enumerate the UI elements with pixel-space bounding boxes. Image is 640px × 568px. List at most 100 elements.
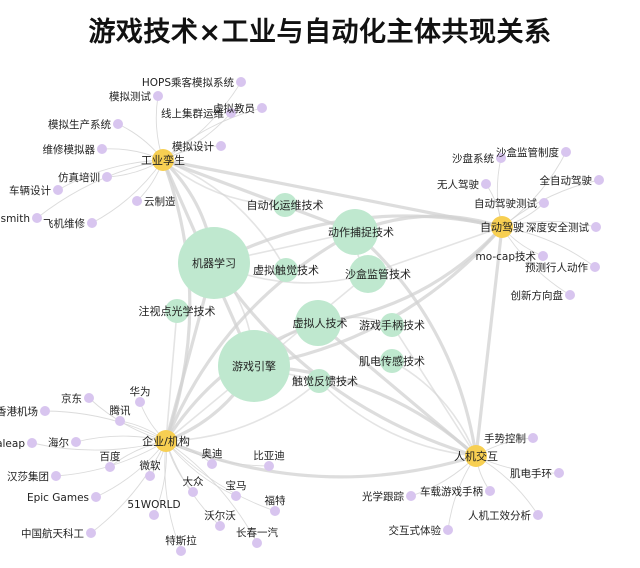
entity-label: 模拟测试 [109, 90, 151, 103]
entity-label: 奥迪 [202, 447, 223, 460]
entity-label: 沃尔沃 [204, 509, 236, 522]
technology-node [380, 313, 404, 337]
entity-node [528, 433, 538, 443]
entity-node [40, 406, 50, 416]
entity-node [87, 218, 97, 228]
entity-node [485, 486, 495, 496]
entity-label: 香港机场 [0, 405, 38, 418]
entity-label: 海尔 [48, 436, 69, 449]
technology-label: 游戏引擎 [232, 359, 276, 373]
entity-label: 华为 [130, 385, 151, 398]
hub-node [465, 445, 487, 467]
entity-node [115, 416, 125, 426]
entity-label: 无人驾驶 [437, 178, 479, 191]
hub-label: 工业孪生 [141, 153, 185, 167]
entity-label: 模拟生产系统 [48, 118, 111, 131]
hub-label: 自动驾驶 [480, 220, 524, 234]
entity-node [91, 492, 101, 502]
hub-label: 企业/机构 [142, 434, 190, 448]
entity-label: 云制造 [144, 195, 176, 208]
entity-label: 中国航天科工 [21, 527, 84, 540]
technology-label: 游戏手柄技术 [359, 318, 425, 332]
entity-node [113, 119, 123, 129]
technology-node [274, 258, 298, 282]
entity-node [215, 521, 225, 531]
edge-cooccurrence [252, 225, 504, 368]
entity-label: 人机工效分析 [468, 509, 531, 522]
edge-entity-hub [36, 159, 164, 219]
edge-cooccurrence [353, 230, 478, 458]
entity-label: 肌电手环 [510, 467, 552, 480]
technology-node [307, 369, 331, 393]
entity-label: 虚拟教员 [213, 102, 255, 115]
edge-entity-hub [165, 440, 276, 512]
entity-node [135, 397, 145, 407]
technology-label: 注视点光学技术 [139, 304, 216, 318]
entity-node [27, 438, 37, 448]
edge-entity-hub [501, 151, 567, 228]
entity-node [207, 459, 217, 469]
entity-node [252, 538, 262, 548]
entity-node [554, 468, 564, 478]
technology-label: 自动化运维技术 [247, 198, 324, 212]
edge-entity-hub [165, 440, 258, 544]
entity-label: 比亚迪 [253, 449, 285, 462]
edge-cooccurrence [391, 324, 477, 457]
entity-node [257, 103, 267, 113]
entity-label: 微软 [140, 459, 161, 472]
entity-label: 全自动驾驶 [540, 174, 593, 187]
entity-node [443, 525, 453, 535]
entity-label: HOPS乘客模拟系统 [142, 76, 235, 89]
entity-label: Datasmith [0, 213, 30, 225]
entity-label: 创新方向盘 [511, 289, 564, 302]
entity-node [176, 546, 186, 556]
entity-node [561, 147, 571, 157]
technology-node [332, 209, 378, 255]
entity-label: mo-cap技术 [475, 250, 536, 263]
entity-node [533, 510, 543, 520]
entity-node [188, 487, 198, 497]
edge-entity-hub [501, 179, 600, 228]
entity-node [145, 471, 155, 481]
entity-label: 汉莎集团 [7, 470, 49, 483]
entity-node [236, 77, 246, 87]
edge-cooccurrence [165, 310, 178, 442]
entity-node [481, 179, 491, 189]
entity-node [53, 185, 63, 195]
diagram-title: 游戏技术×工业与自动化主体共现关系 [88, 17, 552, 48]
edge-cooccurrence [164, 230, 357, 443]
entity-node [539, 198, 549, 208]
edge-cooccurrence [391, 360, 477, 457]
entity-node [406, 491, 416, 501]
technology-label: 动作捕捉技术 [328, 225, 394, 239]
entity-label: 线上集群运维 [161, 107, 224, 120]
edge-entity-hub [31, 440, 167, 451]
entity-node [226, 108, 236, 118]
entity-node [71, 437, 81, 447]
edge-entity-hub [44, 410, 167, 442]
entity-label: 自动驾驶测试 [474, 197, 537, 210]
technology-node [273, 193, 297, 217]
entity-label: 仿真培训 [58, 171, 100, 184]
edge-cooccurrence [474, 225, 504, 458]
entity-label: 模拟设计 [172, 140, 214, 153]
entity-label: Epic Games [27, 492, 89, 504]
entity-node [216, 141, 226, 151]
hub-node [152, 149, 174, 171]
technology-node [218, 330, 290, 402]
technology-node [295, 300, 341, 346]
entity-label: 交互式体验 [389, 524, 442, 537]
entity-node [594, 175, 604, 185]
edge-entity-hub [90, 440, 167, 534]
entity-label: 预测行人动作 [525, 261, 588, 274]
entity-node [84, 393, 94, 403]
entity-node [32, 213, 42, 223]
entity-label: Ultraleap [0, 438, 25, 450]
edge-cooccurrence [164, 439, 478, 479]
edge-entity-hub [162, 107, 263, 161]
technology-label: 机器学习 [192, 256, 236, 270]
entity-node [153, 91, 163, 101]
entity-label: 车载游戏手柄 [420, 485, 483, 498]
technology-label: 沙盒监管技术 [345, 267, 411, 281]
